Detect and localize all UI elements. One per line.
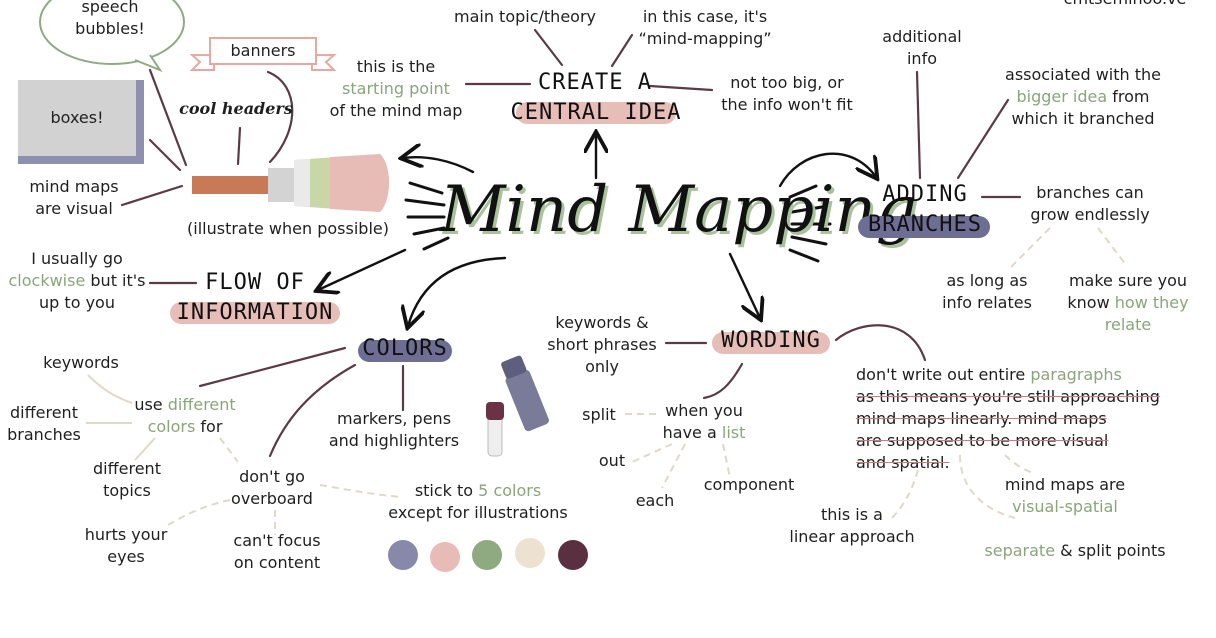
branches-header-2: BRANCHES [868,212,982,237]
flow-header-2: INFORMATION [176,300,334,325]
color-swatches [388,538,588,572]
highlighter-icon [486,355,549,457]
branches-header-1: ADDING [882,182,968,207]
wording-strike-2: mind maps linearly. mind maps [856,409,1107,428]
color-swatch [558,540,588,570]
wording-each: each [635,491,675,510]
wording-out: out [598,451,626,470]
wording-strike-3: are supposed to be more visual [856,431,1109,450]
wording-split: split [582,405,616,424]
central-header-1: CREATE A [538,70,652,95]
wording-strike-1: as this means you're still approaching [856,387,1160,406]
wording-paragraphs-note: don't write out entire paragraphs [856,365,1122,384]
emphasis-strokes [404,181,832,263]
wording-header: WORDING [721,328,821,353]
cool-headers-label: cool headers [179,99,293,118]
highlight-wording [712,332,830,354]
wording-strike-4: and spatial. [856,453,950,472]
central-example-note: in this case, it's“mind-mapping” [638,7,772,48]
colors-keywords: keywords [43,353,119,372]
speech-bubble-icon [39,0,185,73]
paintbrush-icon [192,154,389,212]
colors-header: COLORS [362,336,448,361]
banner-icon [189,37,337,71]
highlight-central [516,102,676,124]
central-topic-note: main topic/theory [453,7,596,26]
color-swatch [430,542,460,572]
main-title: Mind Mapping [440,173,917,247]
flow-header-1: FLOW OF [205,270,305,295]
illustrate-note: (illustrate when possible) [187,219,389,238]
wording-component: component [703,475,795,494]
highlight-branches [858,216,990,238]
boxes-example: boxes! [18,80,144,164]
highlight-colors [358,340,452,362]
central-header-2: CENTRAL IDEA [510,100,682,125]
banner-label: banners [230,41,296,60]
color-swatch [472,540,502,570]
color-swatch [388,540,418,570]
wording-separate: separate & split points [984,541,1166,560]
highlight-flow [170,302,340,324]
corner-watermark-text: cmtseminoo.ve [1060,0,1190,10]
color-swatch [515,538,545,568]
